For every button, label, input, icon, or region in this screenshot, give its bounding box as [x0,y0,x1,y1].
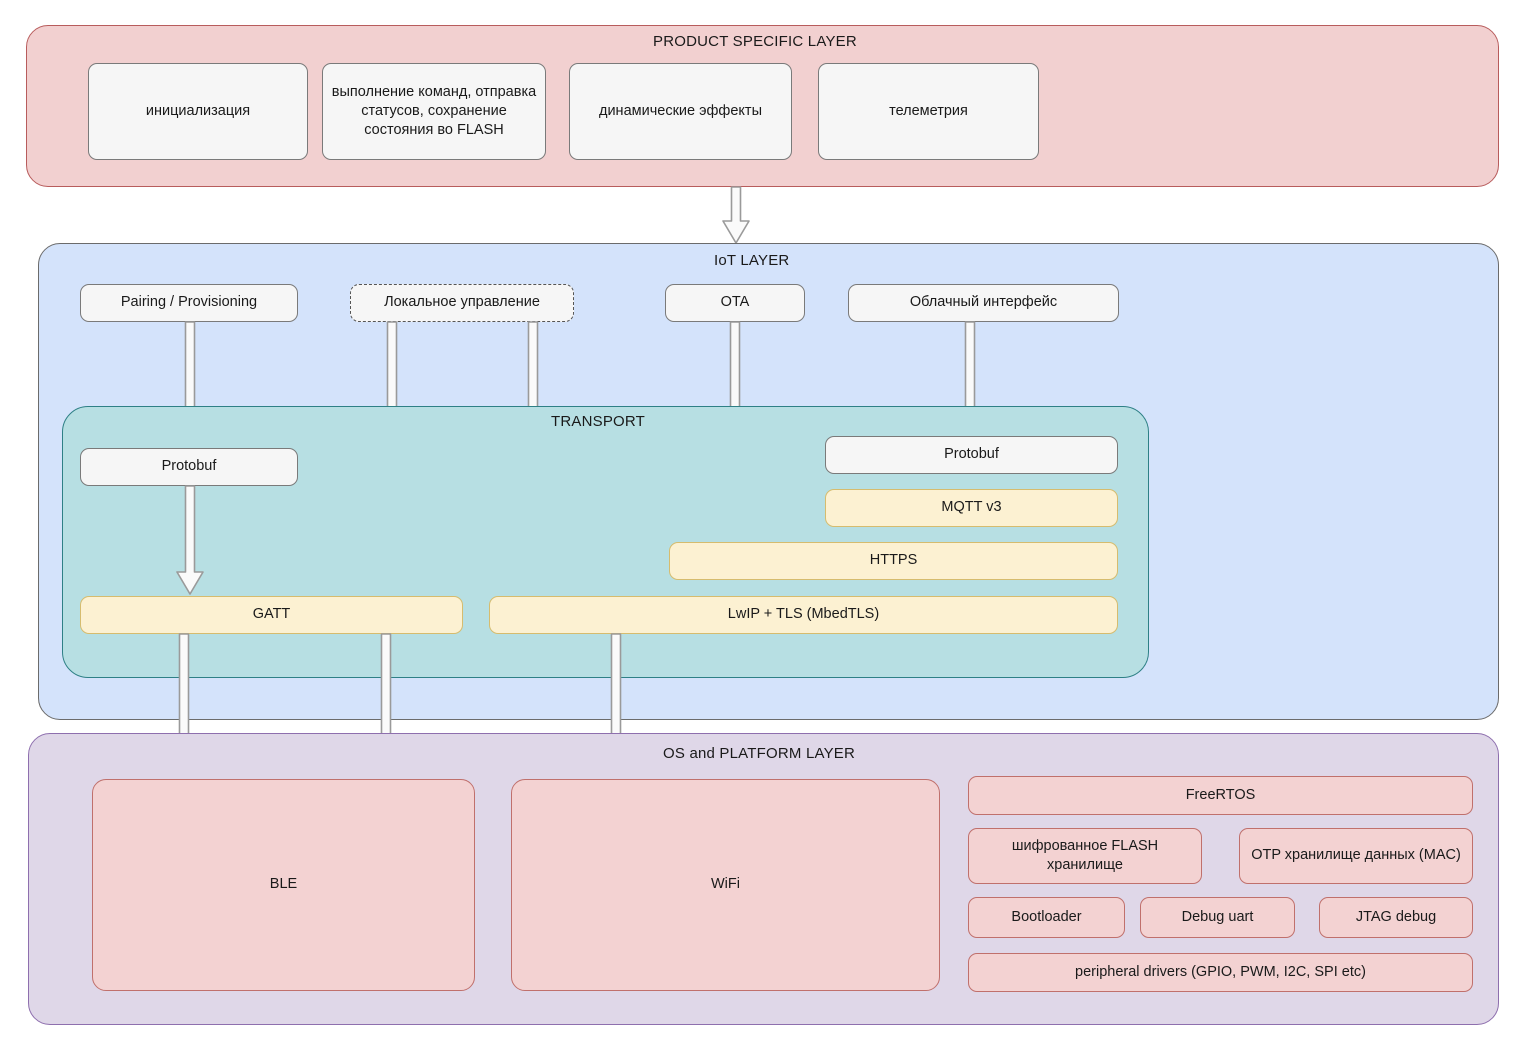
product-box-dynamic-effects[interactable]: динамические эффекты [569,63,792,160]
transport-box-https[interactable]: HTTPS [669,542,1118,580]
os-box-peripheral-drivers[interactable]: peripheral drivers (GPIO, PWM, I2C, SPI … [968,953,1473,992]
os-box-encrypted-flash-storage[interactable]: шифрованное FLASH хранилище [968,828,1202,884]
transport-box-gatt[interactable]: GATT [80,596,463,634]
os-box-bootloader[interactable]: Bootloader [968,897,1125,938]
os-and-platform-layer-title: OS and PLATFORM LAYER [663,745,856,762]
os-box-debug-uart[interactable]: Debug uart [1140,897,1295,938]
os-box-jtag-debug[interactable]: JTAG debug [1319,897,1473,938]
product-specific-layer-title: PRODUCT SPECIFIC LAYER [653,33,857,50]
iot-box-local-control[interactable]: Локальное управление [350,284,574,322]
transport-box-mqtt[interactable]: MQTT v3 [825,489,1118,527]
product-box-initialization[interactable]: инициализация [88,63,308,160]
arrow-product-to-iot [722,186,750,245]
iot-layer-title: IoT LAYER [714,252,790,269]
os-box-wifi[interactable]: WiFi [511,779,940,991]
iot-box-ota[interactable]: OTA [665,284,805,322]
product-box-commands[interactable]: выполнение команд, отправка статусов, со… [322,63,546,160]
transport-title: TRANSPORT [551,413,646,430]
product-box-telemetry[interactable]: телеметрия [818,63,1039,160]
iot-box-pairing-provisioning[interactable]: Pairing / Provisioning [80,284,298,322]
transport-box-lwip-tls[interactable]: LwIP + TLS (MbedTLS) [489,596,1118,634]
os-box-ble[interactable]: BLE [92,779,475,991]
transport-box-protobuf-ble[interactable]: Protobuf [80,448,298,486]
os-box-freertos[interactable]: FreeRTOS [968,776,1473,815]
os-box-otp-data-storage[interactable]: OTP хранилище данных (MAC) [1239,828,1473,884]
transport-box-protobuf-wifi[interactable]: Protobuf [825,436,1118,474]
iot-box-cloud-interface[interactable]: Облачный интерфейс [848,284,1119,322]
